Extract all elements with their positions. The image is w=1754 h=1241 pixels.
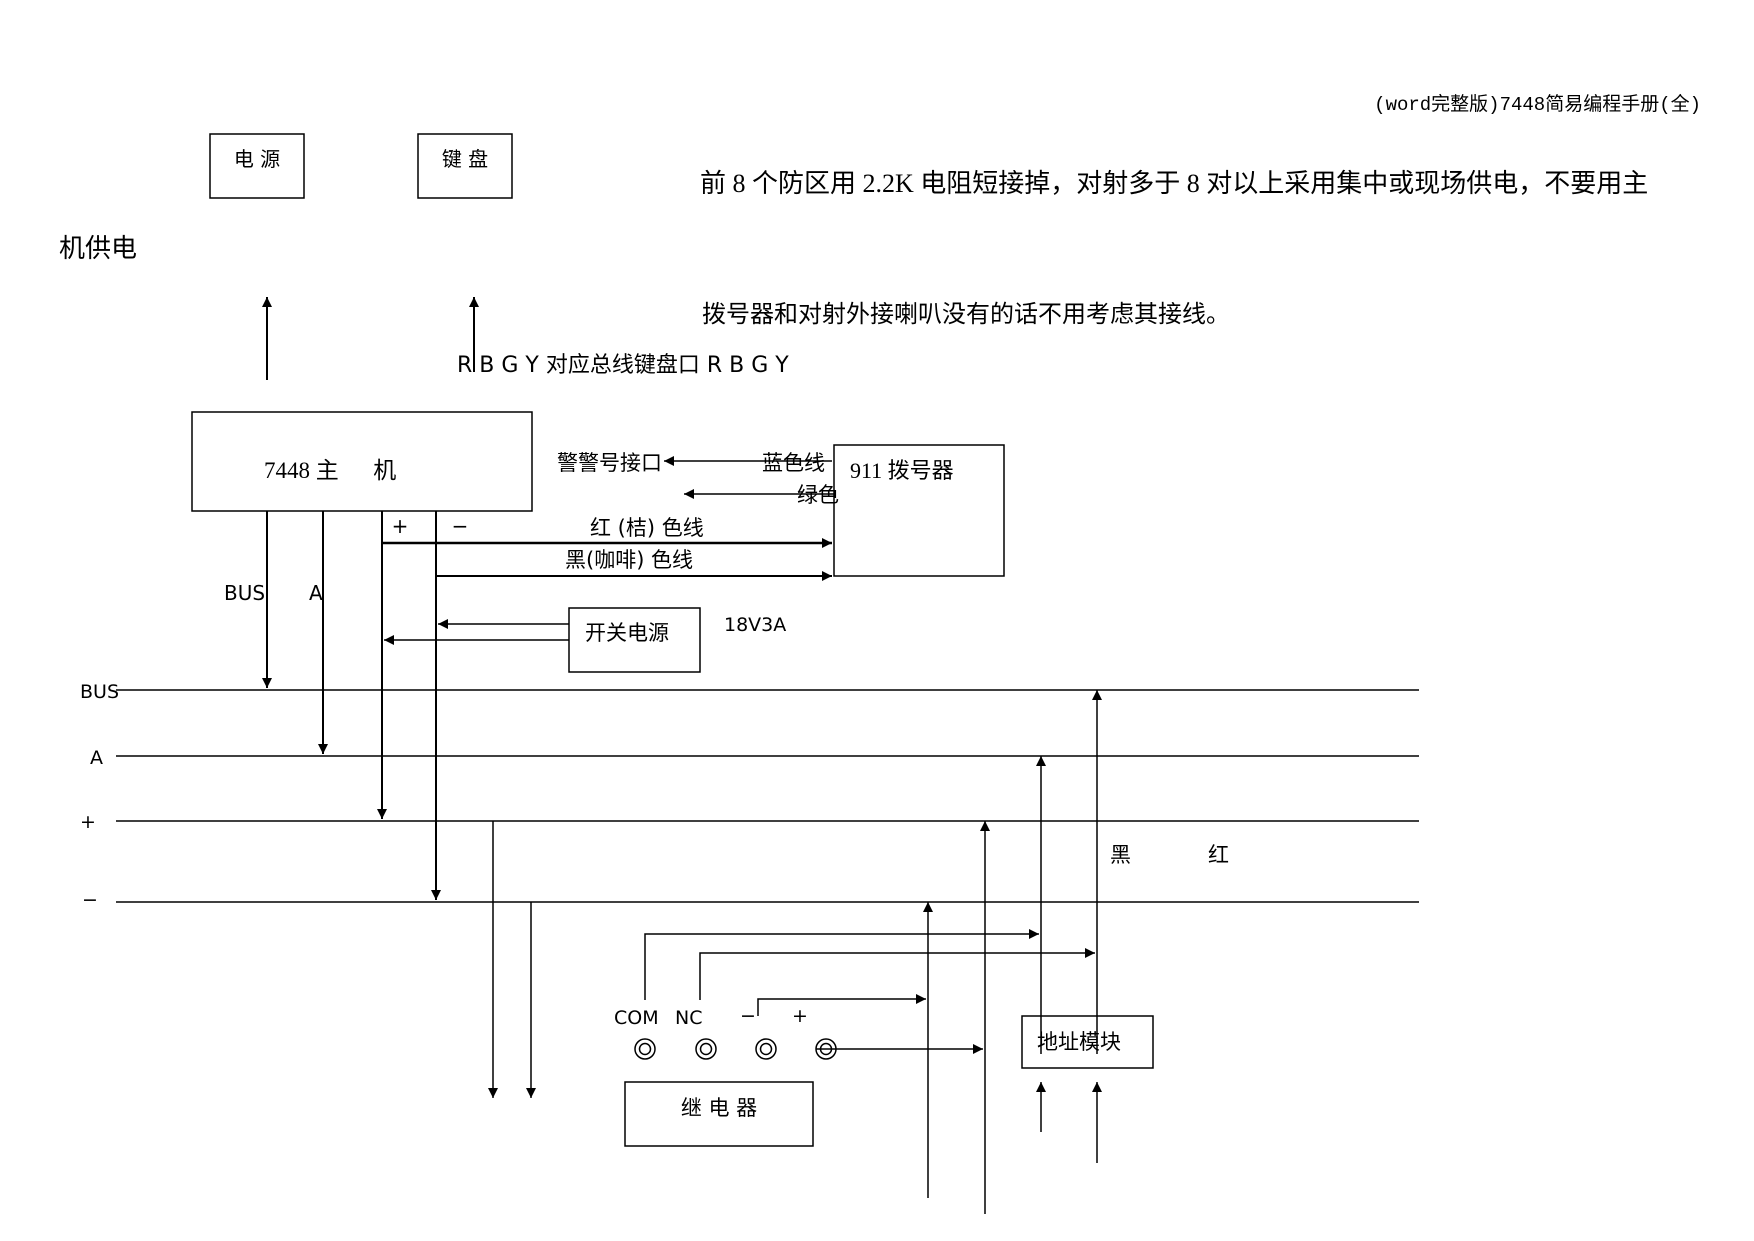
nc-label: NC: [675, 1007, 702, 1029]
com-label: COM: [614, 1007, 659, 1029]
document-title: (word完整版)7448简易编程手册(全): [1374, 93, 1701, 116]
note-line-2: 拨号器和对射外接喇叭没有的话不用考虑其接线。: [702, 300, 1230, 328]
a-vertical-label: A: [309, 581, 323, 605]
power-box: [209, 133, 305, 199]
green-wire-label: 绿色: [797, 483, 839, 507]
keypad-label: 键 盘: [442, 147, 488, 171]
bus-line-label: BUS: [80, 681, 119, 703]
relay-label: 继 电 器: [681, 1096, 757, 1120]
host-box: [191, 411, 533, 512]
switch-power-label: 开关电源: [585, 621, 669, 645]
black-label: 黑: [1110, 843, 1131, 867]
relay-minus-label: −: [740, 1005, 756, 1027]
address-module-box: [1021, 1015, 1154, 1069]
red-wire-label: 红 (桔) 色线: [590, 516, 704, 540]
nc-feed-arrow: [699, 948, 1095, 1000]
terminal-com: [634, 1038, 656, 1060]
terminal-minus: [755, 1038, 777, 1060]
keypad-box: [417, 133, 513, 199]
rbgy-note: R B G Y 对应总线键盘口 R B G Y: [457, 353, 789, 378]
blue-wire-label: 蓝色线: [762, 451, 825, 475]
bus-vertical-label: BUS: [224, 581, 265, 605]
host-minus-label: −: [452, 514, 469, 538]
dialer-label: 911 拨号器: [850, 458, 954, 483]
note-line-1: 前 8 个防区用 2.2K 电阻短接掉，对射多于 8 对以上采用集中或现场供电，…: [700, 169, 1648, 198]
alarm-port-label: 警警号接口: [557, 451, 662, 475]
relay-plus-label: +: [792, 1005, 808, 1027]
a-line-label: A: [90, 747, 103, 769]
host-label: 7448 主 机: [264, 458, 396, 483]
red-label: 红: [1208, 843, 1229, 867]
minus-line-label: −: [82, 889, 98, 911]
com-feed-arrow: [644, 929, 1039, 1000]
dialer-box: [833, 444, 1005, 577]
note-line-1-continued: 机供电: [59, 234, 137, 263]
black-wire-label: 黑(咖啡) 色线: [565, 548, 693, 572]
power-label: 电 源: [234, 147, 280, 171]
voltage-label: 18V3A: [724, 614, 786, 636]
terminal-nc: [695, 1038, 717, 1060]
address-module-label: 地址模块: [1037, 1030, 1121, 1054]
host-plus-label: +: [392, 514, 409, 538]
relay-box: [624, 1081, 814, 1147]
relay-minus-feed-arrow: [757, 994, 926, 1016]
plus-line-label: +: [80, 811, 96, 833]
